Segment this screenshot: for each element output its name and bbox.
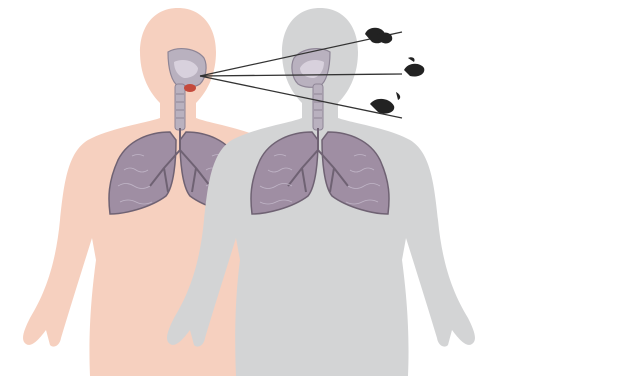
droplet-particle-icon <box>370 92 400 114</box>
droplet-particle-icon <box>404 57 424 76</box>
droplet-particles <box>365 28 424 114</box>
mouth-left <box>184 84 196 92</box>
droplet-particle-icon <box>365 28 392 44</box>
